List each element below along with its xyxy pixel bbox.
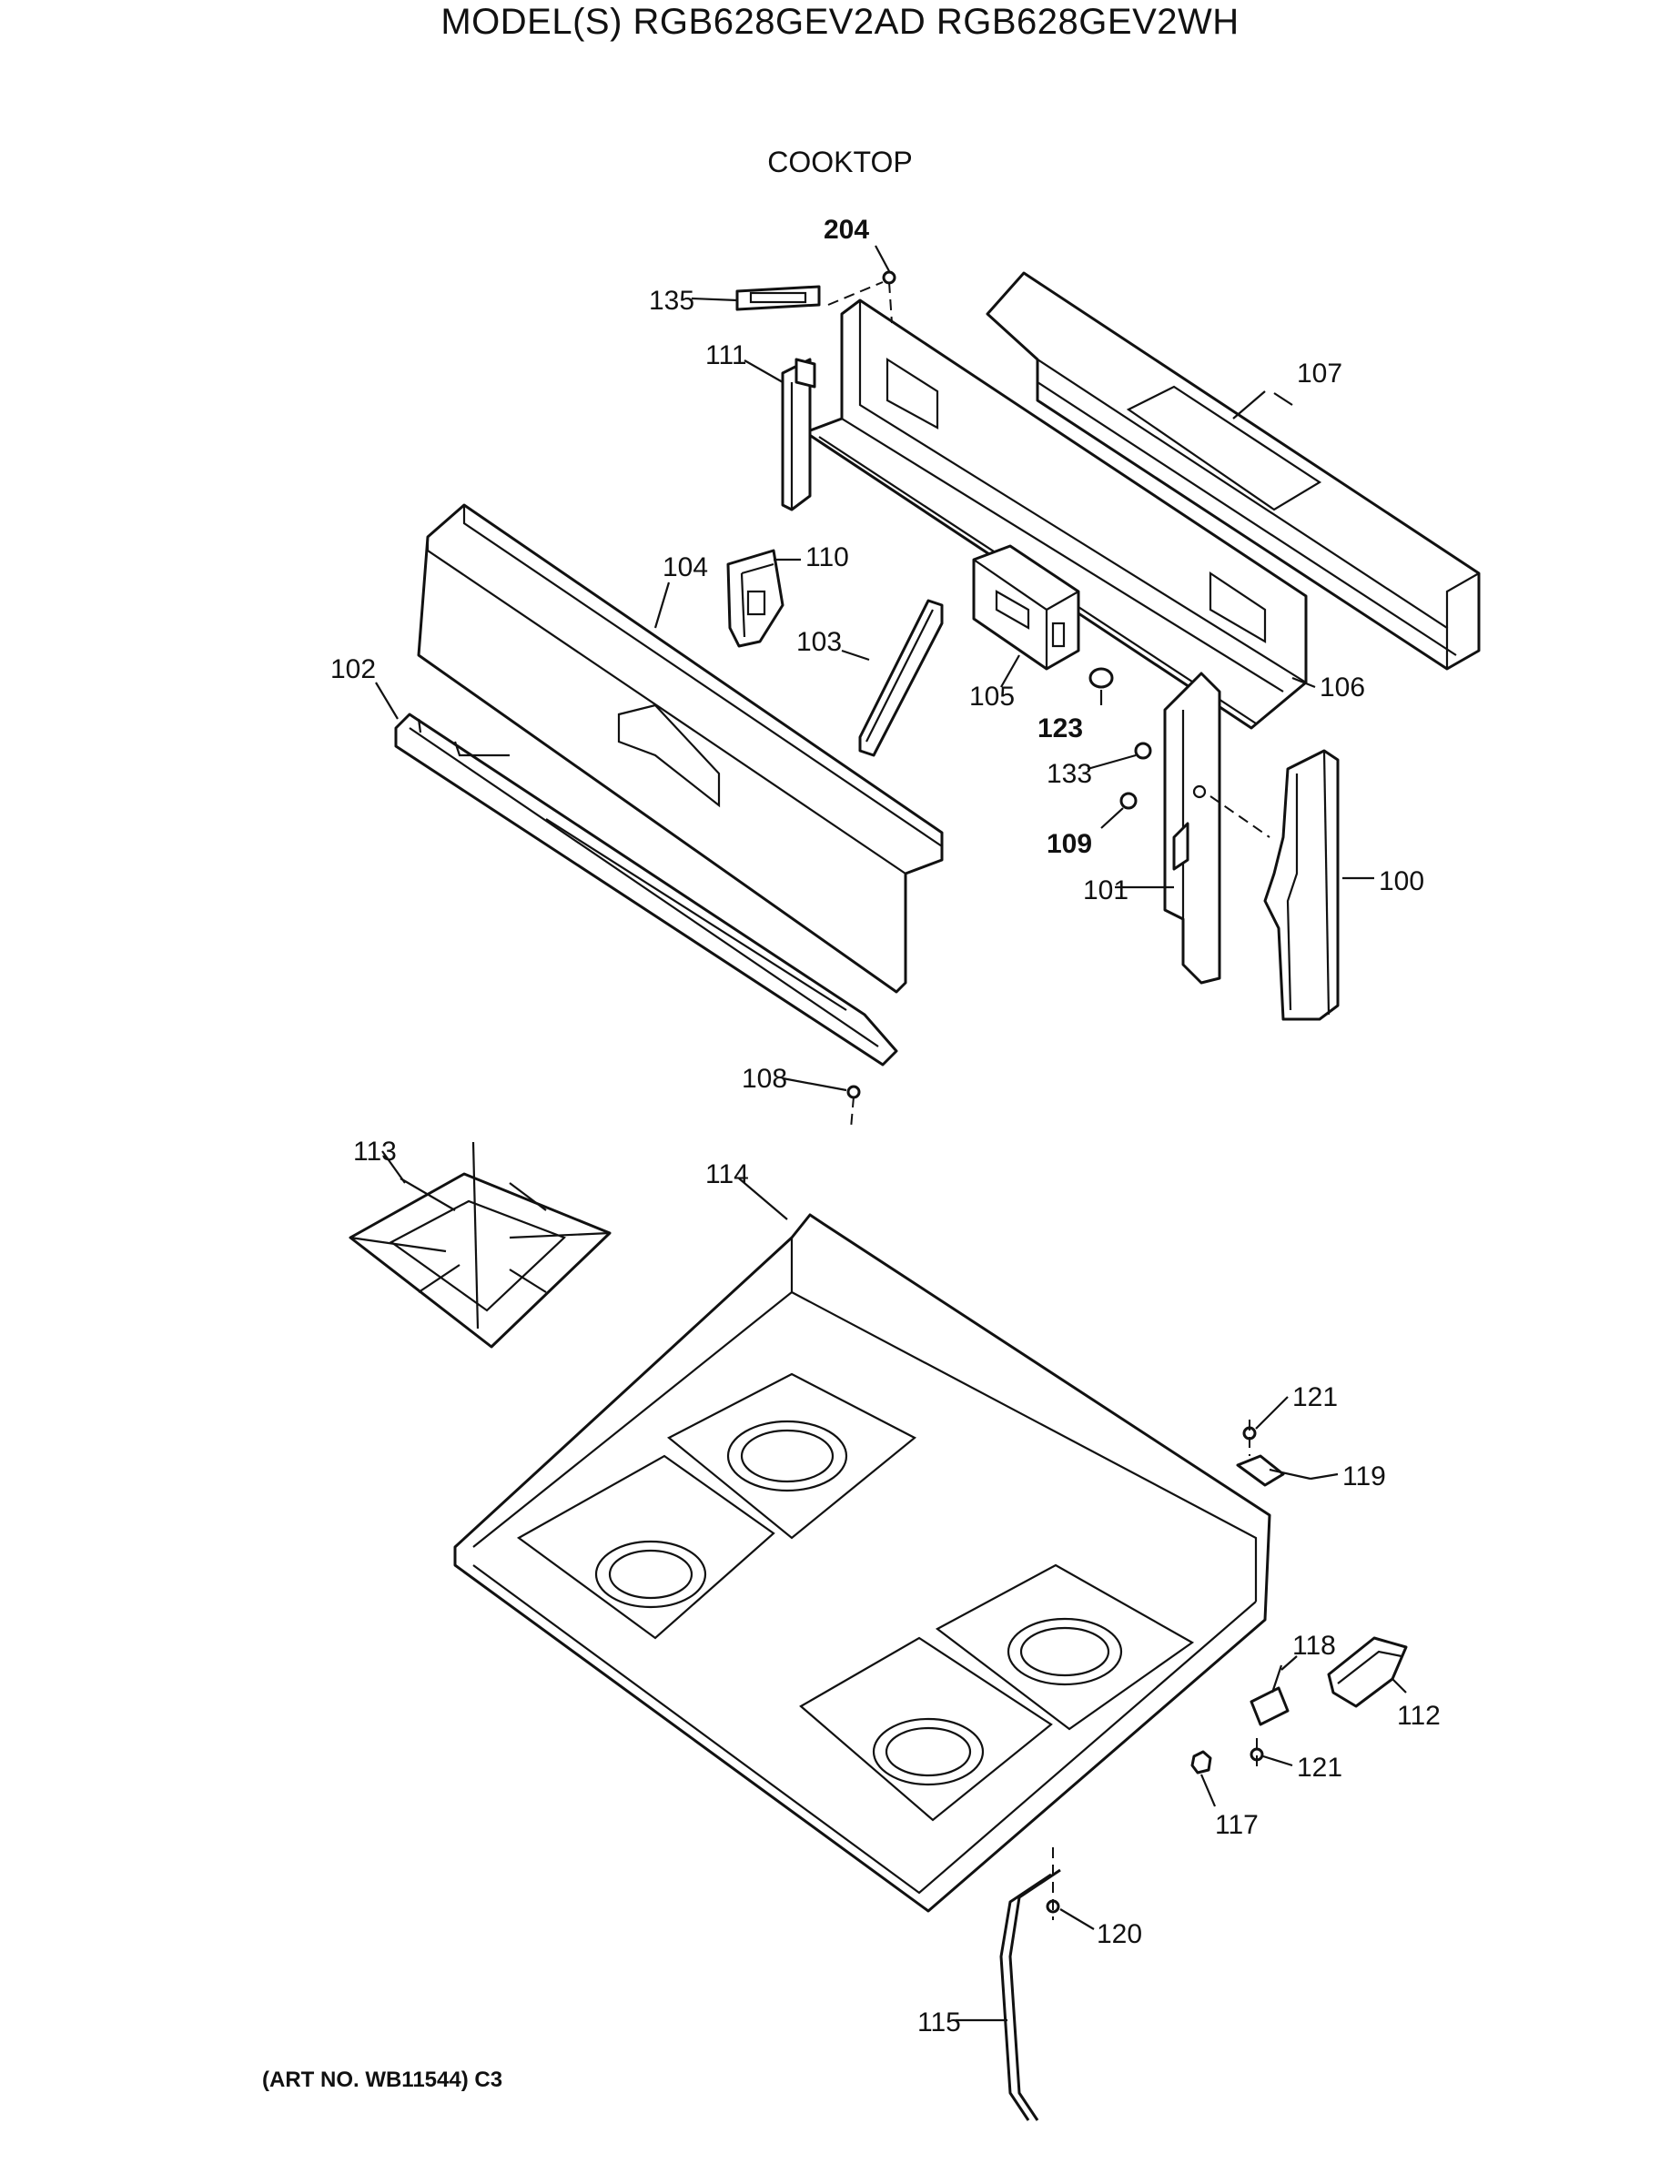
callout-112: 112 [1397,1701,1441,1731]
part-102-lower-trim [394,713,898,1067]
callout-105: 105 [969,682,1015,712]
part-112-bracket [1327,1636,1408,1708]
part-103-bracket [858,599,944,757]
section-title: COOKTOP [767,146,913,178]
part-118-bracket [1250,1664,1290,1726]
callout-114: 114 [705,1159,749,1189]
art-number: (ART NO. WB11544) C3 [262,2068,503,2092]
part-105-clock-timer [972,544,1080,671]
callout-118: 118 [1292,1631,1336,1661]
leader-lines [375,245,1407,2022]
part-123-knob [1088,667,1114,689]
part-107-rear-trim [986,271,1481,671]
model-title: MODEL(S) RGB628GEV2AD RGB628GEV2WH [440,2,1240,42]
callout-135: 135 [649,286,694,316]
callout-107: 107 [1297,359,1342,389]
part-135-clip [735,285,821,311]
callout-labels: 204 135 111 107 104 110 102 103 105 123 … [330,215,1441,2037]
callout-123: 123 [1037,713,1083,743]
callout-103: 103 [796,627,842,657]
callout-119: 119 [1342,1461,1386,1491]
part-119-bracket [1236,1454,1311,1487]
callout-133: 133 [1047,759,1092,789]
callout-117: 117 [1215,1810,1259,1840]
callout-109: 109 [1047,829,1092,859]
callout-102: 102 [330,654,376,684]
callout-108: 108 [742,1064,787,1094]
part-110-ignition-module [726,549,784,648]
part-115-rod [999,1868,1061,2121]
callout-106: 106 [1320,672,1365,703]
callout-121-bottom: 121 [1297,1753,1342,1783]
callout-104: 104 [663,552,708,582]
callout-115: 115 [917,2007,961,2037]
callout-204: 204 [824,215,869,245]
part-101-side-bracket [1163,672,1221,985]
callout-101: 101 [1083,875,1128,905]
part-111-bracket [781,358,816,511]
callout-110: 110 [805,542,849,572]
callout-100: 100 [1379,866,1424,896]
part-100-end-cap [1263,749,1340,1021]
part-113-burner-grate [349,1141,612,1349]
part-104-control-panel [417,503,944,994]
callout-113: 113 [353,1137,397,1167]
part-114-cooktop [453,1213,1271,1913]
callout-120: 120 [1097,1919,1142,1949]
callout-121-top: 121 [1292,1382,1338,1412]
alignment-lines [827,281,1270,1920]
callout-111: 111 [705,340,747,370]
